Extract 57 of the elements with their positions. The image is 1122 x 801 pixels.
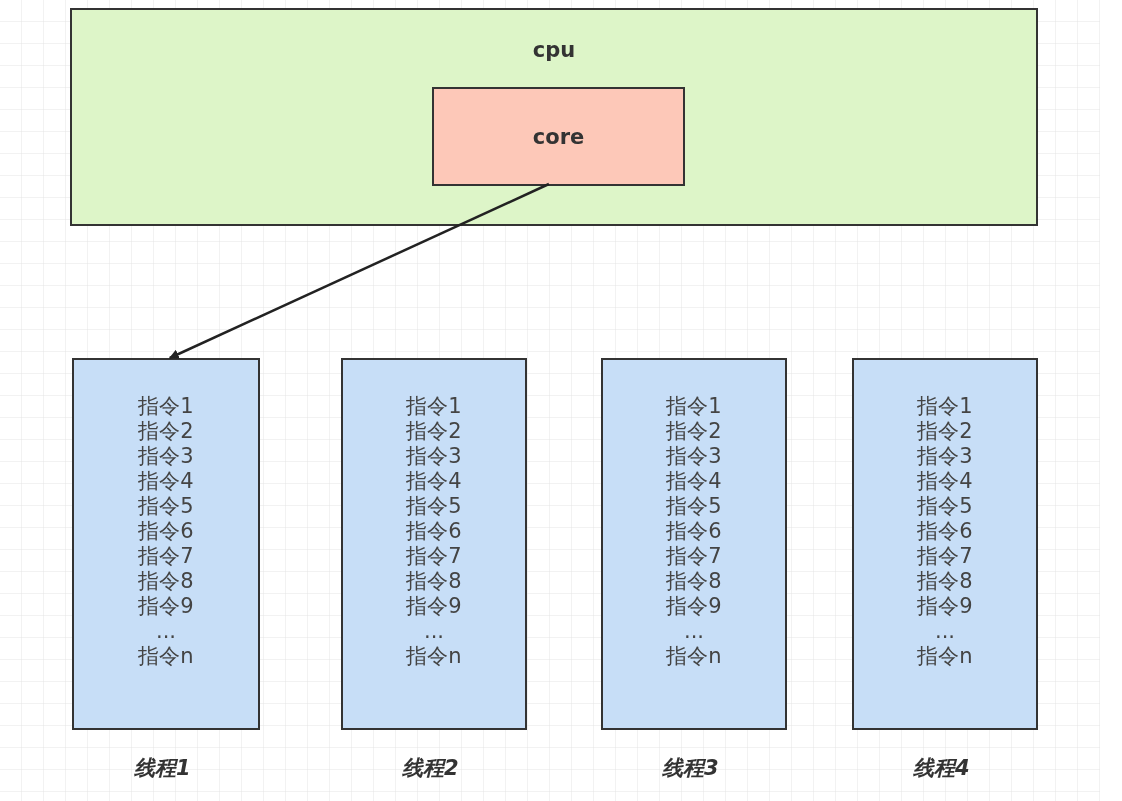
cpu-box: [70, 8, 1038, 226]
instruction-text: 指令n: [916, 644, 974, 668]
instruction-text: ...: [423, 619, 445, 643]
thread-label: 线程3: [662, 755, 719, 782]
thread-box: [341, 358, 527, 730]
instruction-text: 指令9: [665, 594, 723, 618]
instruction-text: 指令6: [665, 519, 723, 543]
instruction-text: 指令2: [665, 419, 723, 443]
instruction-text: 指令6: [405, 519, 463, 543]
thread-label: 线程1: [134, 755, 191, 782]
instruction-text: 指令n: [665, 644, 723, 668]
instruction-text: 指令9: [405, 594, 463, 618]
instruction-text: 指令9: [137, 594, 195, 618]
instruction-text: 指令5: [665, 494, 723, 518]
instruction-text: 指令8: [916, 569, 974, 593]
instruction-text: 指令1: [405, 394, 463, 418]
core-box: [432, 87, 685, 186]
instruction-text: 指令5: [405, 494, 463, 518]
instruction-text: 指令8: [665, 569, 723, 593]
instruction-text: 指令6: [137, 519, 195, 543]
instruction-text: 指令n: [405, 644, 463, 668]
instruction-text: 指令8: [405, 569, 463, 593]
instruction-text: 指令7: [665, 544, 723, 568]
instruction-text: ...: [155, 619, 177, 643]
instruction-text: 指令5: [137, 494, 195, 518]
instruction-text: 指令9: [916, 594, 974, 618]
thread-box: [601, 358, 787, 730]
instruction-text: 指令5: [916, 494, 974, 518]
instruction-text: ...: [934, 619, 956, 643]
thread-label: 线程2: [402, 755, 459, 782]
instruction-text: 指令3: [137, 444, 195, 468]
instruction-text: ...: [683, 619, 705, 643]
instruction-text: 指令4: [137, 469, 195, 493]
instruction-text: 指令6: [916, 519, 974, 543]
instruction-text: 指令1: [665, 394, 723, 418]
instruction-text: 指令n: [137, 644, 195, 668]
instruction-text: 指令1: [137, 394, 195, 418]
instruction-text: 指令2: [137, 419, 195, 443]
instruction-text: 指令7: [916, 544, 974, 568]
box-title: cpu: [531, 38, 577, 62]
instruction-text: 指令3: [916, 444, 974, 468]
instruction-text: 指令4: [405, 469, 463, 493]
instruction-text: 指令2: [405, 419, 463, 443]
instruction-text: 指令1: [916, 394, 974, 418]
instruction-text: 指令4: [916, 469, 974, 493]
instruction-text: 指令4: [665, 469, 723, 493]
arrow: [168, 182, 550, 360]
thread-label: 线程4: [913, 755, 970, 782]
instruction-text: 指令2: [916, 419, 974, 443]
instruction-text: 指令7: [137, 544, 195, 568]
instruction-text: 指令3: [405, 444, 463, 468]
instruction-text: 指令3: [665, 444, 723, 468]
instruction-text: 指令7: [405, 544, 463, 568]
box-label: core: [531, 125, 586, 149]
instruction-text: 指令8: [137, 569, 195, 593]
thread-box: [72, 358, 260, 730]
thread-box: [852, 358, 1038, 730]
